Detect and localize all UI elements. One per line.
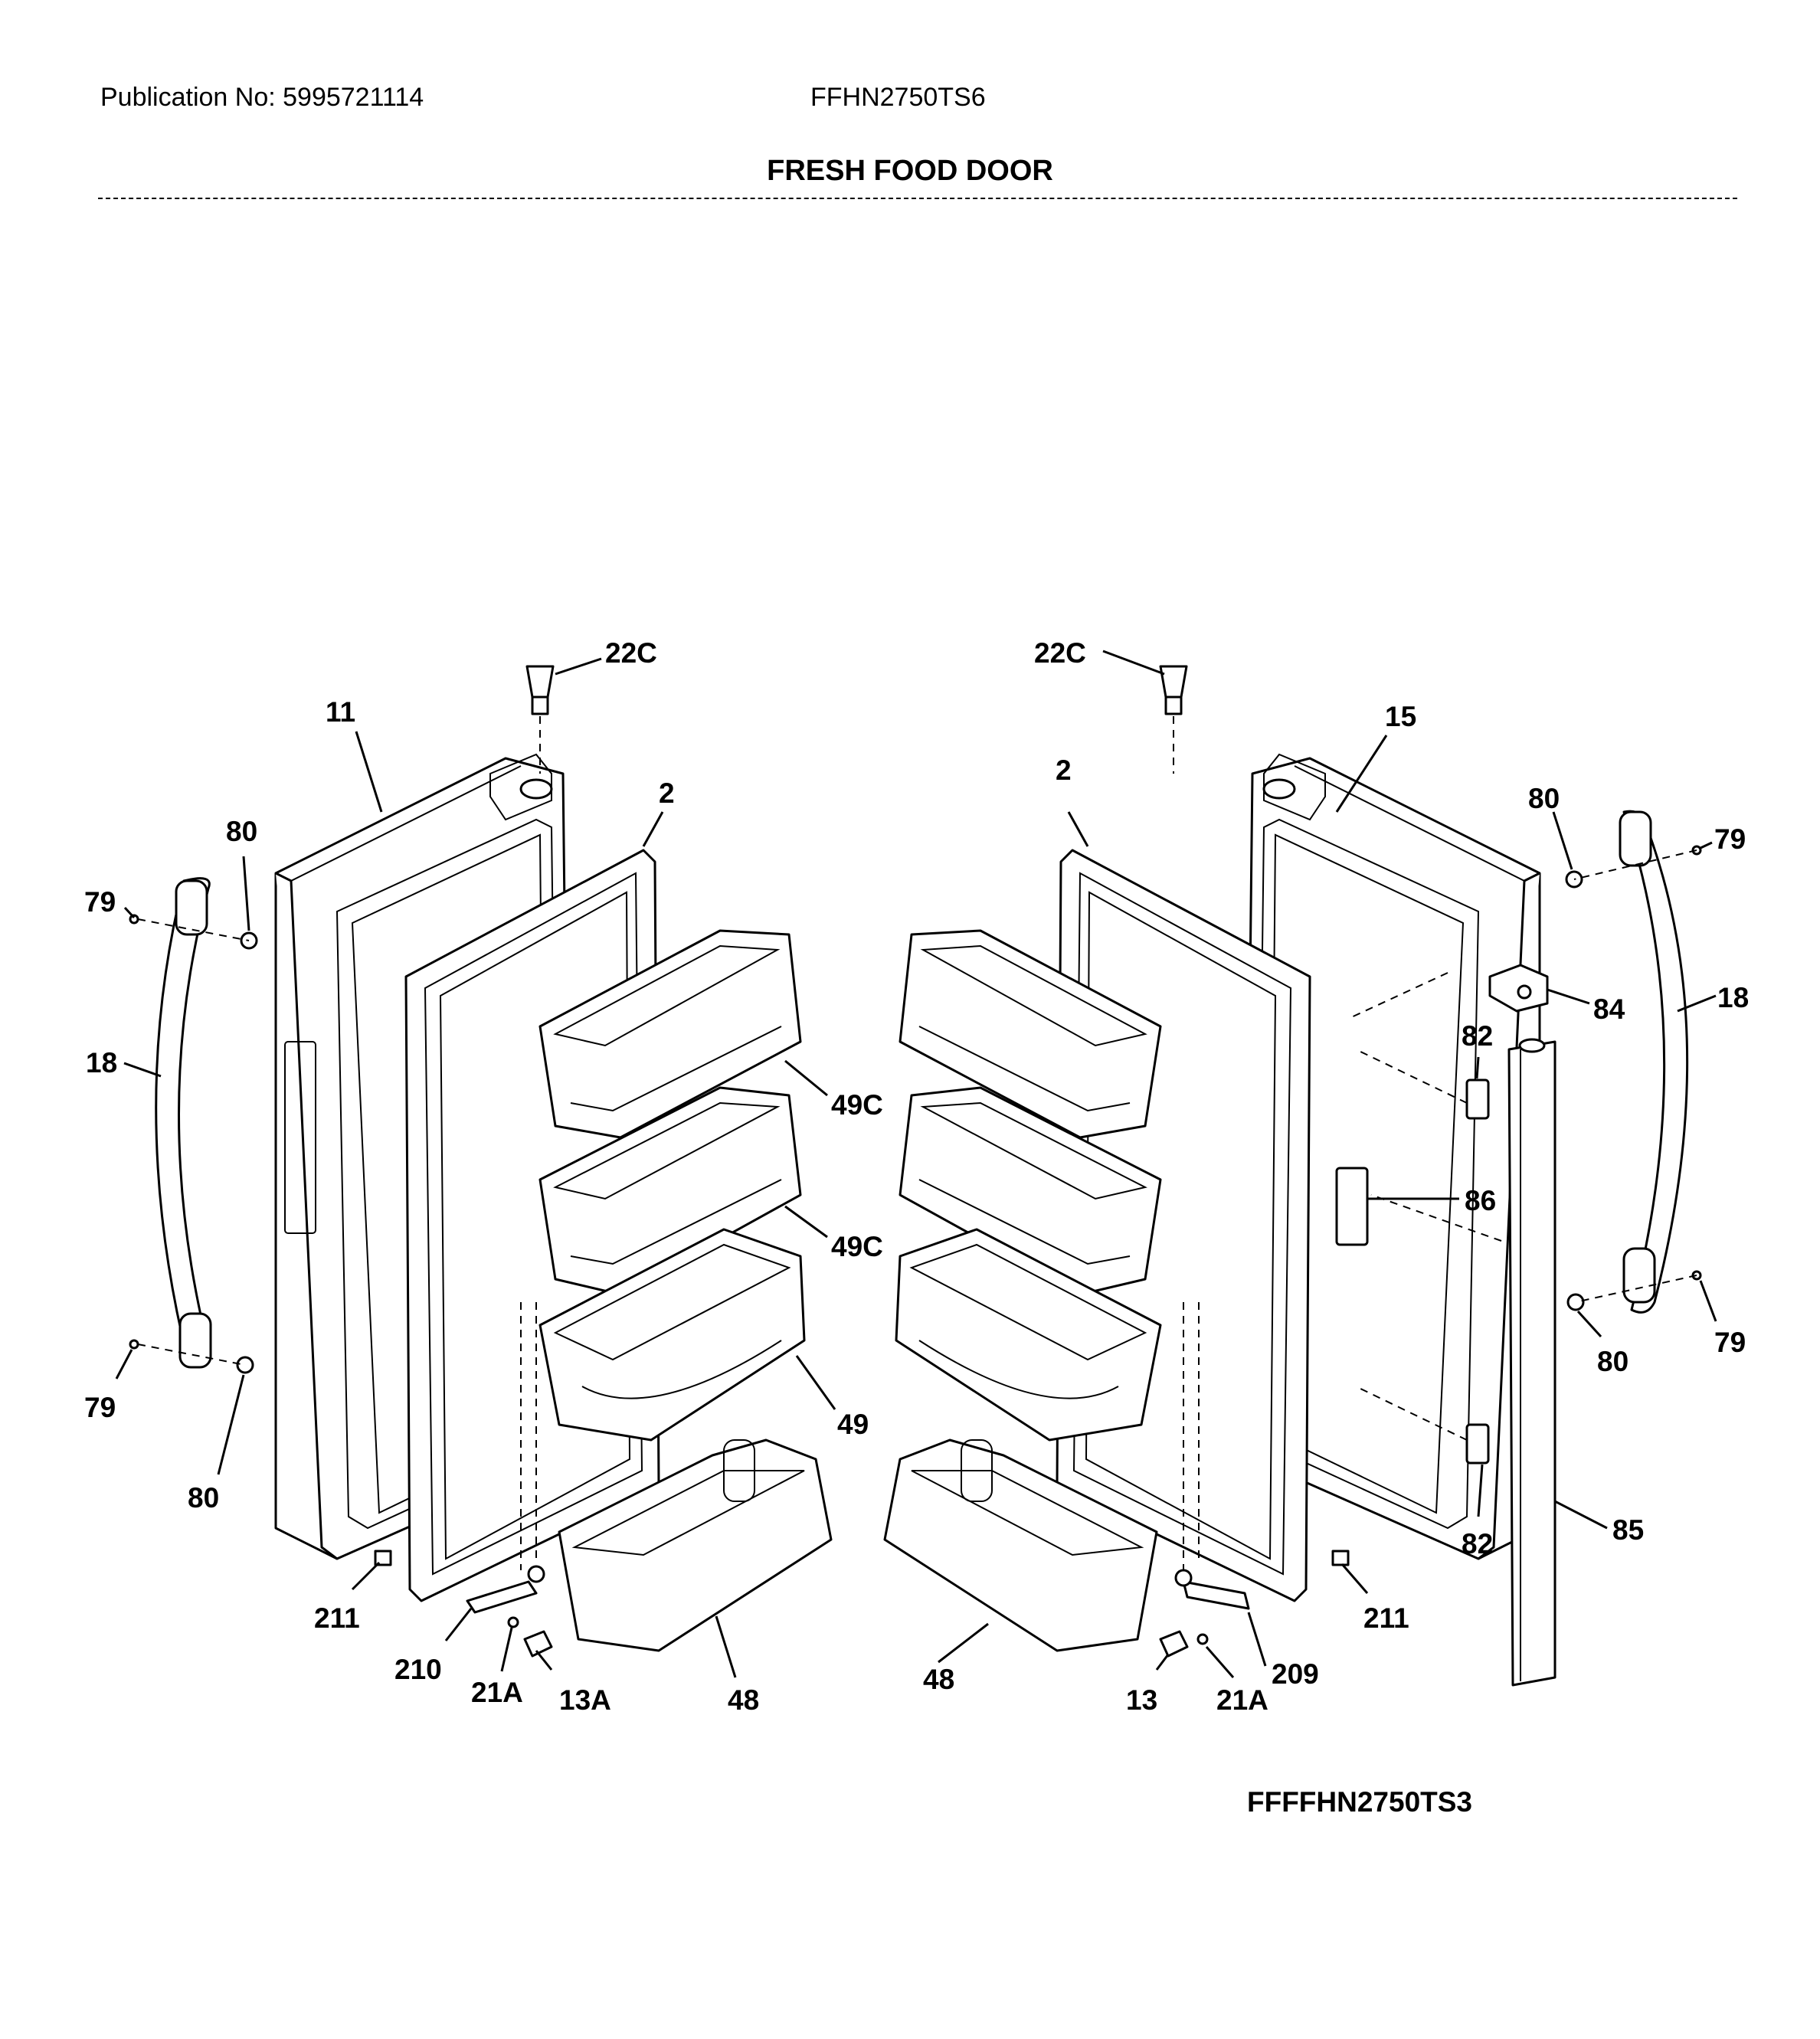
callout-22c-right: 22C	[1034, 637, 1086, 669]
left-bin-49c-lower	[538, 1086, 802, 1296]
diagram-code: FFFFHN2750TS3	[1247, 1786, 1473, 1818]
right-handle-18	[1619, 810, 1689, 1314]
callout-48-right: 48	[923, 1664, 954, 1695]
page-title: FRESH FOOD DOOR	[767, 155, 1053, 187]
callout-22c-left: 22C	[605, 637, 657, 669]
callout-18-right: 18	[1717, 982, 1749, 1013]
model-number: FFHN2750TS6	[810, 83, 986, 112]
right-small-parts	[1159, 665, 1702, 1658]
callout-18-left: 18	[86, 1047, 117, 1078]
right-bin-49c-lower	[899, 1086, 1162, 1296]
callout-80-top-left: 80	[226, 816, 257, 847]
callout-15: 15	[1385, 701, 1416, 732]
callout-79-top-left: 79	[84, 886, 116, 918]
callout-85: 85	[1612, 1514, 1644, 1546]
callout-210: 210	[394, 1654, 442, 1685]
callout-84: 84	[1593, 993, 1625, 1025]
callout-49c-left-upper: 49C	[831, 1089, 883, 1121]
callout-79-bottom-right: 79	[1714, 1327, 1746, 1358]
left-bin-49	[538, 1228, 806, 1442]
callout-211-right: 211	[1363, 1602, 1409, 1634]
callout-2-right: 2	[1056, 754, 1072, 786]
leader-lines	[115, 650, 1717, 1678]
callout-82-top: 82	[1462, 1020, 1493, 1052]
right-bin-48	[883, 1438, 1158, 1652]
callout-13: 13	[1126, 1684, 1157, 1716]
right-bin-49c-upper	[899, 929, 1162, 1139]
callout-209: 209	[1272, 1658, 1319, 1690]
callout-79-bottom-left: 79	[84, 1392, 116, 1423]
callout-2-left: 2	[659, 777, 675, 809]
callout-49-left: 49	[837, 1409, 869, 1440]
publication-number: Publication No: 5995721114	[100, 83, 424, 112]
alignment-lines	[137, 716, 1697, 1570]
left-small-parts	[129, 665, 555, 1658]
right-trim-85	[1507, 1038, 1556, 1687]
callout-49c-left-lower: 49C	[831, 1231, 883, 1262]
callout-80-bottom-right: 80	[1597, 1346, 1629, 1377]
left-bin-49c-upper	[538, 929, 802, 1139]
callout-80-bottom-left: 80	[188, 1482, 219, 1514]
callout-211-left: 211	[314, 1602, 360, 1634]
callout-48-left: 48	[728, 1684, 759, 1716]
callout-21a-left: 21A	[471, 1677, 523, 1708]
callout-79-top-right: 79	[1714, 823, 1746, 855]
callout-11: 11	[326, 696, 355, 728]
callout-82-bottom: 82	[1462, 1528, 1493, 1560]
header-divider	[98, 198, 1737, 199]
callout-13a: 13A	[559, 1684, 611, 1716]
left-bin-48	[558, 1438, 833, 1652]
callout-80-top-right: 80	[1528, 783, 1560, 814]
left-handle-18	[155, 877, 212, 1369]
callout-labels: 22C 11 2 80 79 18 79 80 49C 49C 49 211 2…	[84, 637, 1749, 1716]
callout-21a-right: 21A	[1216, 1684, 1268, 1716]
right-bin-49	[895, 1228, 1162, 1442]
callout-86: 86	[1465, 1185, 1496, 1216]
